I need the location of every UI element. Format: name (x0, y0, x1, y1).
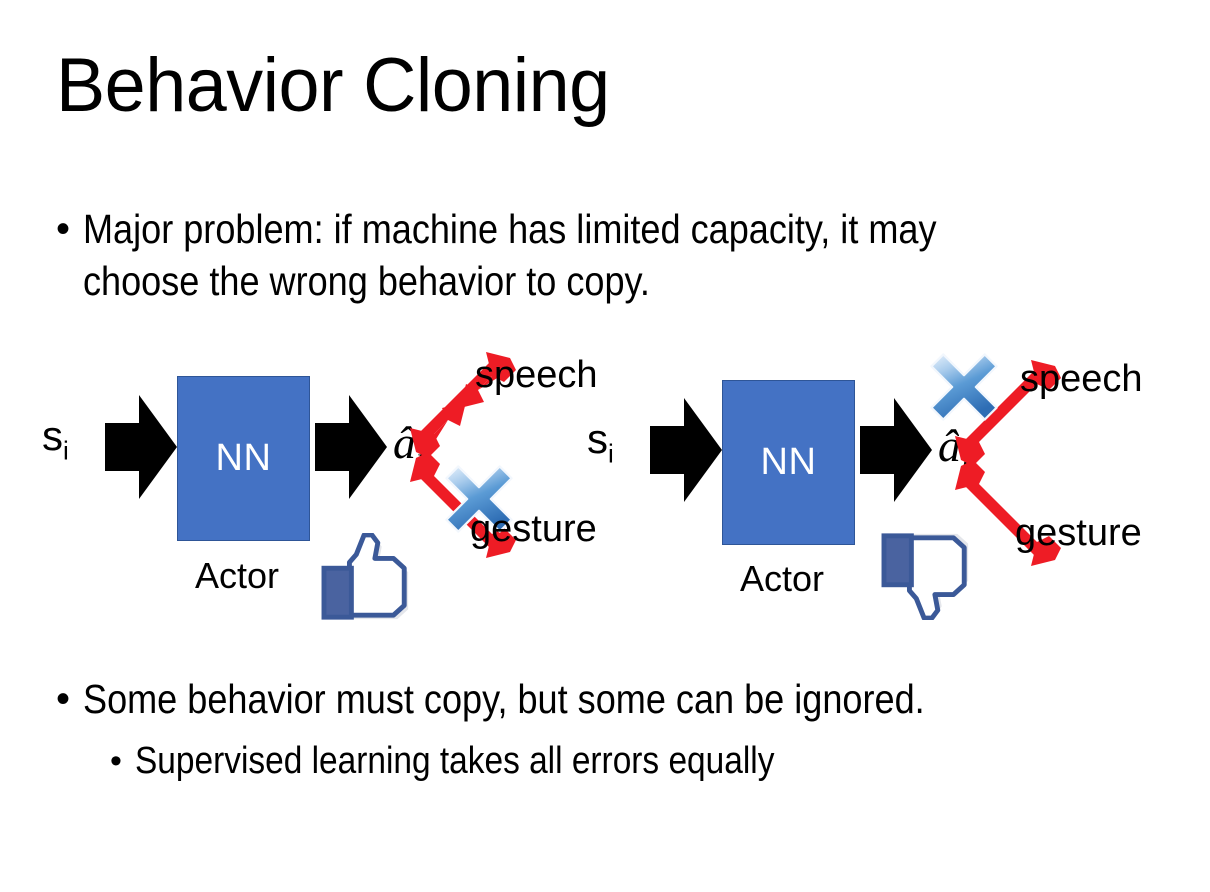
state-label-left: si (42, 412, 69, 466)
arrow-shaft (315, 423, 355, 471)
input-arrow-right (650, 398, 722, 502)
nn-box-label: NN (760, 441, 817, 483)
page-title: Behavior Cloning (56, 43, 610, 128)
action-label-left: âi (393, 420, 424, 474)
cross-out-icon-gesture-left (442, 462, 516, 536)
state-label-right: si (587, 415, 614, 469)
diagram-left: si NN Actor âi (10, 340, 615, 640)
actor-caption-left: Actor (195, 555, 280, 596)
output-arrow-left (315, 395, 387, 499)
arrow-head (139, 395, 177, 499)
arrow-shaft (650, 426, 690, 474)
bullet-top: • Major problem: if machine has limited … (56, 203, 1176, 307)
bullet-top-text: Major problem: if machine has limited ca… (83, 206, 947, 304)
state-subscript: i (608, 438, 614, 469)
thumbs-up-icon (320, 532, 418, 625)
arrow-head (894, 398, 932, 502)
thumbs-down-icon (880, 528, 978, 621)
state-subscript: i (63, 435, 69, 466)
nn-box-right: NN (722, 380, 855, 545)
action-subscript: i (416, 442, 425, 476)
branch-label-gesture-right: gesture (1015, 512, 1142, 554)
bullet-marker-icon: • (56, 677, 71, 721)
arrow-head (349, 395, 387, 499)
branch-label-gesture-left: gesture (470, 508, 597, 550)
bullet-bottom-level2-text: Supervised learning takes all errors equ… (134, 740, 775, 782)
input-arrow-left (105, 395, 177, 499)
branch-label-speech-right: speech (1020, 358, 1143, 400)
action-symbol: â (393, 417, 416, 468)
state-symbol: s (42, 412, 63, 459)
bullet-bottom-level1: • Some behavior must copy, but some can … (56, 673, 1176, 725)
arrow-shaft (105, 423, 145, 471)
arrow-head (684, 398, 722, 502)
arrow-shaft (860, 426, 900, 474)
nn-box-left: NN (177, 376, 310, 541)
bullet-marker-icon: • (56, 207, 71, 251)
nn-box-label: NN (215, 437, 272, 479)
branch-label-speech-left: speech (475, 354, 598, 396)
action-symbol: â (938, 420, 961, 471)
bullet-bottom-level1-text: Some behavior must copy, but some can be… (83, 676, 925, 722)
cross-out-icon-speech-right (927, 350, 1001, 424)
bullet-bottom-level2: • Supervised learning takes all errors e… (110, 735, 1170, 787)
diagram-right: si NN Actor âi (555, 340, 1160, 640)
actor-caption-right: Actor (740, 558, 825, 599)
state-symbol: s (587, 415, 608, 462)
action-label-right: âi (938, 423, 969, 477)
bullet-marker-icon: • (110, 742, 122, 780)
output-arrow-right (860, 398, 932, 502)
action-subscript: i (961, 445, 970, 479)
